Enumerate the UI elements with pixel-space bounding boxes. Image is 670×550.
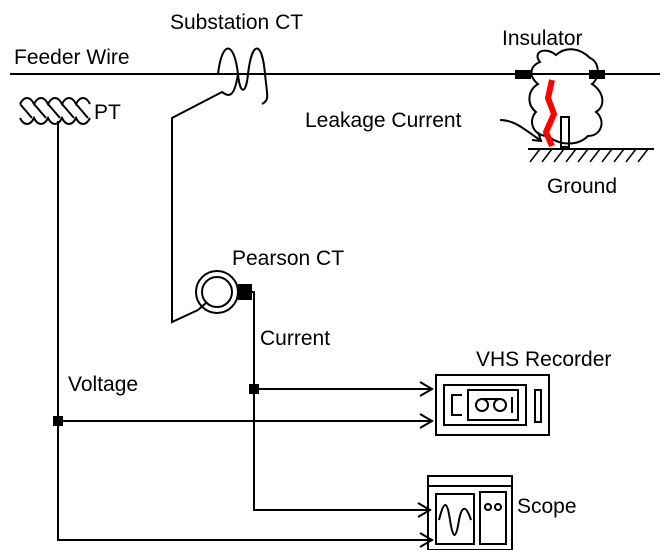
vhs-cassette-bracket <box>451 394 462 416</box>
insulator-pin <box>560 116 570 148</box>
vhs-cassette-frame <box>443 384 527 426</box>
voltage-line <box>57 121 430 541</box>
substation-ct-lead <box>171 73 239 324</box>
insulator-clamp-left <box>515 70 531 79</box>
ground-hatch <box>529 148 649 163</box>
scope-label: Scope <box>517 495 577 518</box>
leakage-current-label: Leakage Current <box>305 109 462 132</box>
leakage-arrow-head <box>531 131 543 143</box>
insulator-clamp-right <box>589 70 605 79</box>
scope-icon <box>427 475 513 550</box>
scope-knob-1 <box>484 503 492 511</box>
pearson-ct-label: Pearson CT <box>232 247 345 270</box>
pearson-ct-inner <box>201 276 233 308</box>
voltage-junction-dot <box>53 416 63 426</box>
current-junction-dot <box>249 384 259 394</box>
insulator-icon <box>528 48 604 145</box>
arrow-voltage-scope <box>419 532 434 548</box>
pt-label: PT <box>94 101 121 124</box>
substation-ct-icon <box>217 47 269 105</box>
pt-icon <box>19 97 91 125</box>
current-label: Current <box>260 327 331 350</box>
vhs-recorder-label: VHS Recorder <box>476 348 612 371</box>
scope-waveform <box>438 504 472 536</box>
voltage-label: Voltage <box>68 373 139 396</box>
leakage-current-path <box>543 79 557 148</box>
arrow-current-scope <box>417 502 432 518</box>
insulator-label: Insulator <box>502 27 583 50</box>
scope-controls <box>479 491 507 545</box>
vhs-recorder-icon <box>435 374 550 436</box>
pearson-ct-terminal <box>238 284 252 300</box>
vhs-cassette-window <box>467 389 519 421</box>
leakage-current-arrow <box>499 119 541 141</box>
substation-ct-label: Substation CT <box>170 11 304 34</box>
arrow-voltage-recorder <box>419 413 434 429</box>
feeder-wire-label: Feeder Wire <box>14 46 130 69</box>
current-line <box>246 291 428 511</box>
scope-screen <box>435 493 475 545</box>
scope-knob-2 <box>494 503 502 511</box>
vhs-reel-left <box>475 398 489 412</box>
vhs-reel-right <box>493 398 507 412</box>
vhs-slot <box>534 389 542 423</box>
ground-label: Ground <box>547 175 618 198</box>
arrow-current-recorder <box>419 381 434 397</box>
pearson-ct-return <box>197 302 207 311</box>
